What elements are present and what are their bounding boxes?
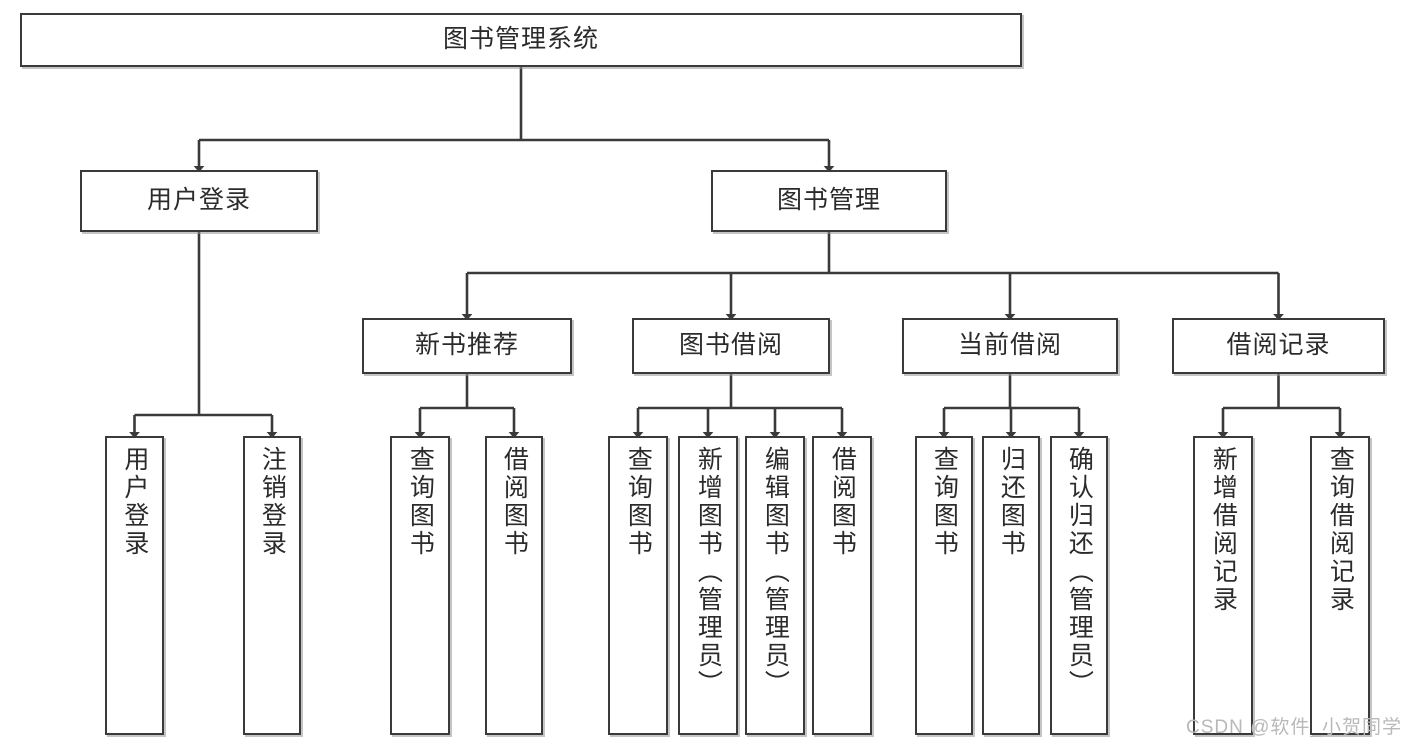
node-leaf9[interactable]: 查询图书 [915,436,973,735]
node-label: 注销登录 [258,446,287,558]
node-label: 查询借阅记录 [1326,446,1355,614]
node-borrow[interactable]: 图书借阅 [632,318,830,374]
node-label: 用户登录 [146,186,251,215]
node-leaf4[interactable]: 借阅图书 [485,436,543,735]
node-leaf1[interactable]: 用户登录 [105,436,164,735]
node-label: 新增借阅记录 [1209,446,1238,614]
node-label: 编辑图书（管理员） [761,446,790,698]
node-leaf7[interactable]: 编辑图书（管理员） [745,436,805,735]
node-login[interactable]: 用户登录 [80,170,318,232]
node-label: 归还图书 [997,446,1026,558]
node-label: 借阅图书 [500,446,529,558]
node-label: 当前借阅 [957,331,1062,360]
node-leaf2[interactable]: 注销登录 [243,436,301,735]
node-label: 图书管理系统 [442,25,599,54]
node-label: 图书借阅 [678,331,783,360]
node-bookmgmt[interactable]: 图书管理 [711,170,947,232]
node-leaf13[interactable]: 查询借阅记录 [1310,436,1370,735]
node-label: 查询图书 [406,446,435,558]
node-label: 确认归还（管理员） [1065,446,1094,698]
node-root[interactable]: 图书管理系统 [20,13,1022,67]
node-leaf5[interactable]: 查询图书 [608,436,668,735]
node-leaf11[interactable]: 确认归还（管理员） [1050,436,1108,735]
node-label: 借阅图书 [828,446,857,558]
node-label: 查询图书 [930,446,959,558]
node-label: 新书推荐 [414,331,519,360]
node-label: 用户登录 [120,446,149,558]
node-label: 借阅记录 [1226,331,1331,360]
node-label: 图书管理 [776,186,881,215]
node-leaf6[interactable]: 新增图书（管理员） [678,436,738,735]
node-current[interactable]: 当前借阅 [902,318,1118,374]
node-label: 新增图书（管理员） [694,446,723,698]
node-records[interactable]: 借阅记录 [1172,318,1385,374]
watermark-text: CSDN @软件_小贺同学 [1186,717,1402,738]
edge-group [129,67,1346,439]
node-newbook[interactable]: 新书推荐 [362,318,572,374]
node-leaf8[interactable]: 借阅图书 [812,436,872,735]
node-leaf3[interactable]: 查询图书 [390,436,450,735]
node-leaf12[interactable]: 新增借阅记录 [1193,436,1253,735]
node-label: 查询图书 [624,446,653,558]
node-leaf10[interactable]: 归还图书 [982,436,1040,735]
